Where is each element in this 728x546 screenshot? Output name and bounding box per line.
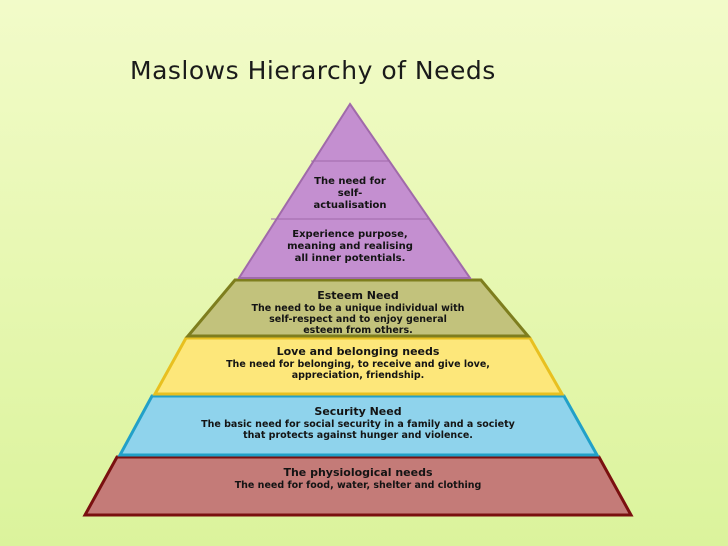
love-desc1: The need for belonging, to receive and g…: [226, 358, 490, 370]
security-desc2: that protects against hunger and violenc…: [243, 430, 473, 442]
security-label: Security Need The basic need for social …: [148, 405, 568, 442]
esteem-heading: Esteem Need: [317, 289, 399, 302]
security-heading: Security Need: [314, 405, 402, 418]
esteem-desc2: self-respect and to enjoy general: [269, 314, 447, 326]
self-line3: actualisation: [313, 199, 387, 211]
esteem-desc1: The need to be a unique individual with: [251, 302, 465, 314]
esteem-desc3: esteem from others.: [303, 325, 413, 337]
love-desc2: appreciation, friendship.: [291, 370, 425, 382]
esteem-label: Esteem Need The need to be a unique indi…: [218, 289, 498, 337]
tier-self-actualisation: [237, 102, 472, 279]
self-desc2: meaning and realising: [287, 240, 413, 252]
love-belonging-label: Love and belonging needs The need for be…: [168, 345, 548, 382]
physio-desc1: The need for food, water, shelter and cl…: [234, 479, 482, 491]
physiological-label: The physiological needs The need for foo…: [158, 466, 558, 491]
self-desc1: Experience purpose,: [292, 229, 408, 240]
self-line1: The need for: [314, 176, 386, 187]
self-line2: self-: [337, 187, 363, 199]
love-heading: Love and belonging needs: [276, 345, 440, 358]
tier-love-belonging: [152, 336, 565, 396]
tier-physiological: [82, 455, 634, 517]
slide-title: Maslows Hierarchy of Needs: [130, 56, 496, 85]
self-actualisation-desc: Experience purpose, meaning and realisin…: [260, 229, 440, 264]
physio-heading: The physiological needs: [283, 466, 433, 479]
self-desc3: all inner potentials.: [294, 252, 406, 264]
tier-security: [117, 394, 600, 457]
security-desc1: The basic need for social security in a …: [201, 418, 515, 430]
self-actualisation-label: The need for self- actualisation: [290, 176, 410, 211]
tier-esteem: [184, 278, 532, 338]
